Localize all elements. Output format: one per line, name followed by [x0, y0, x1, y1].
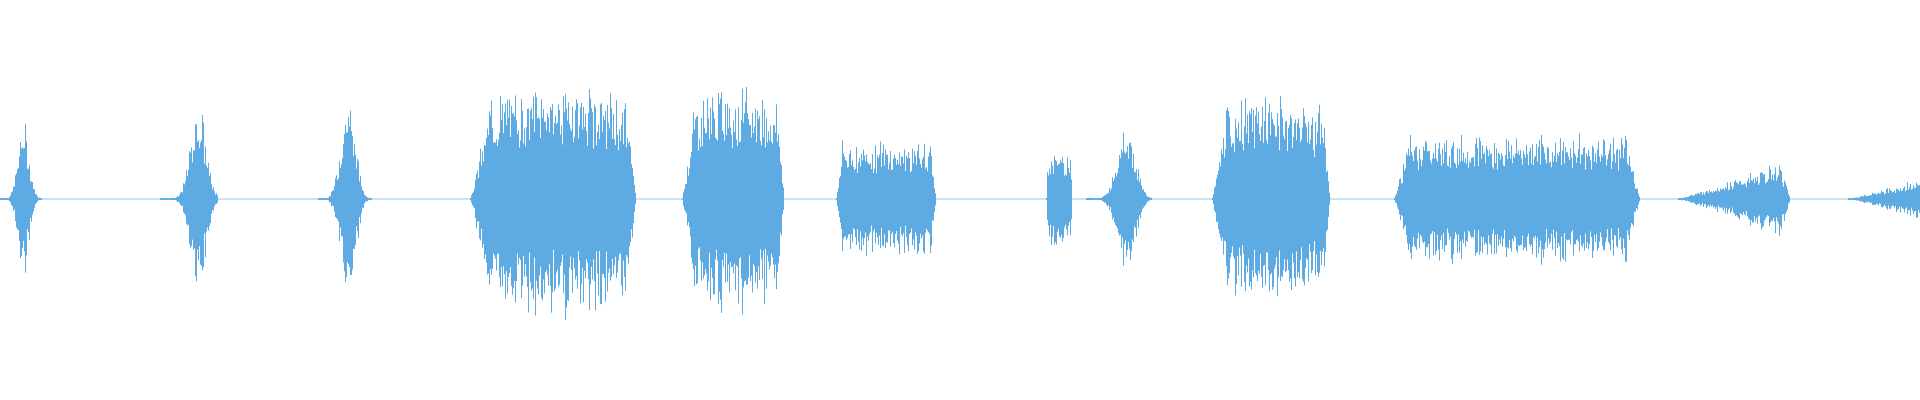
waveform-segment	[1848, 182, 1920, 218]
waveform-segment	[1046, 156, 1072, 245]
waveform-segment	[1212, 96, 1330, 297]
waveform-segment	[0, 123, 42, 273]
waveform-segment	[470, 89, 636, 320]
waveform-segment	[1678, 165, 1790, 236]
waveform-segment	[318, 110, 372, 283]
waveform-segment	[1394, 133, 1640, 265]
waveform-segment	[682, 87, 784, 315]
waveform-segment	[1086, 132, 1152, 266]
waveform-baseline	[0, 198, 1920, 200]
waveform-segment	[836, 140, 936, 256]
waveform-segment	[160, 115, 218, 282]
